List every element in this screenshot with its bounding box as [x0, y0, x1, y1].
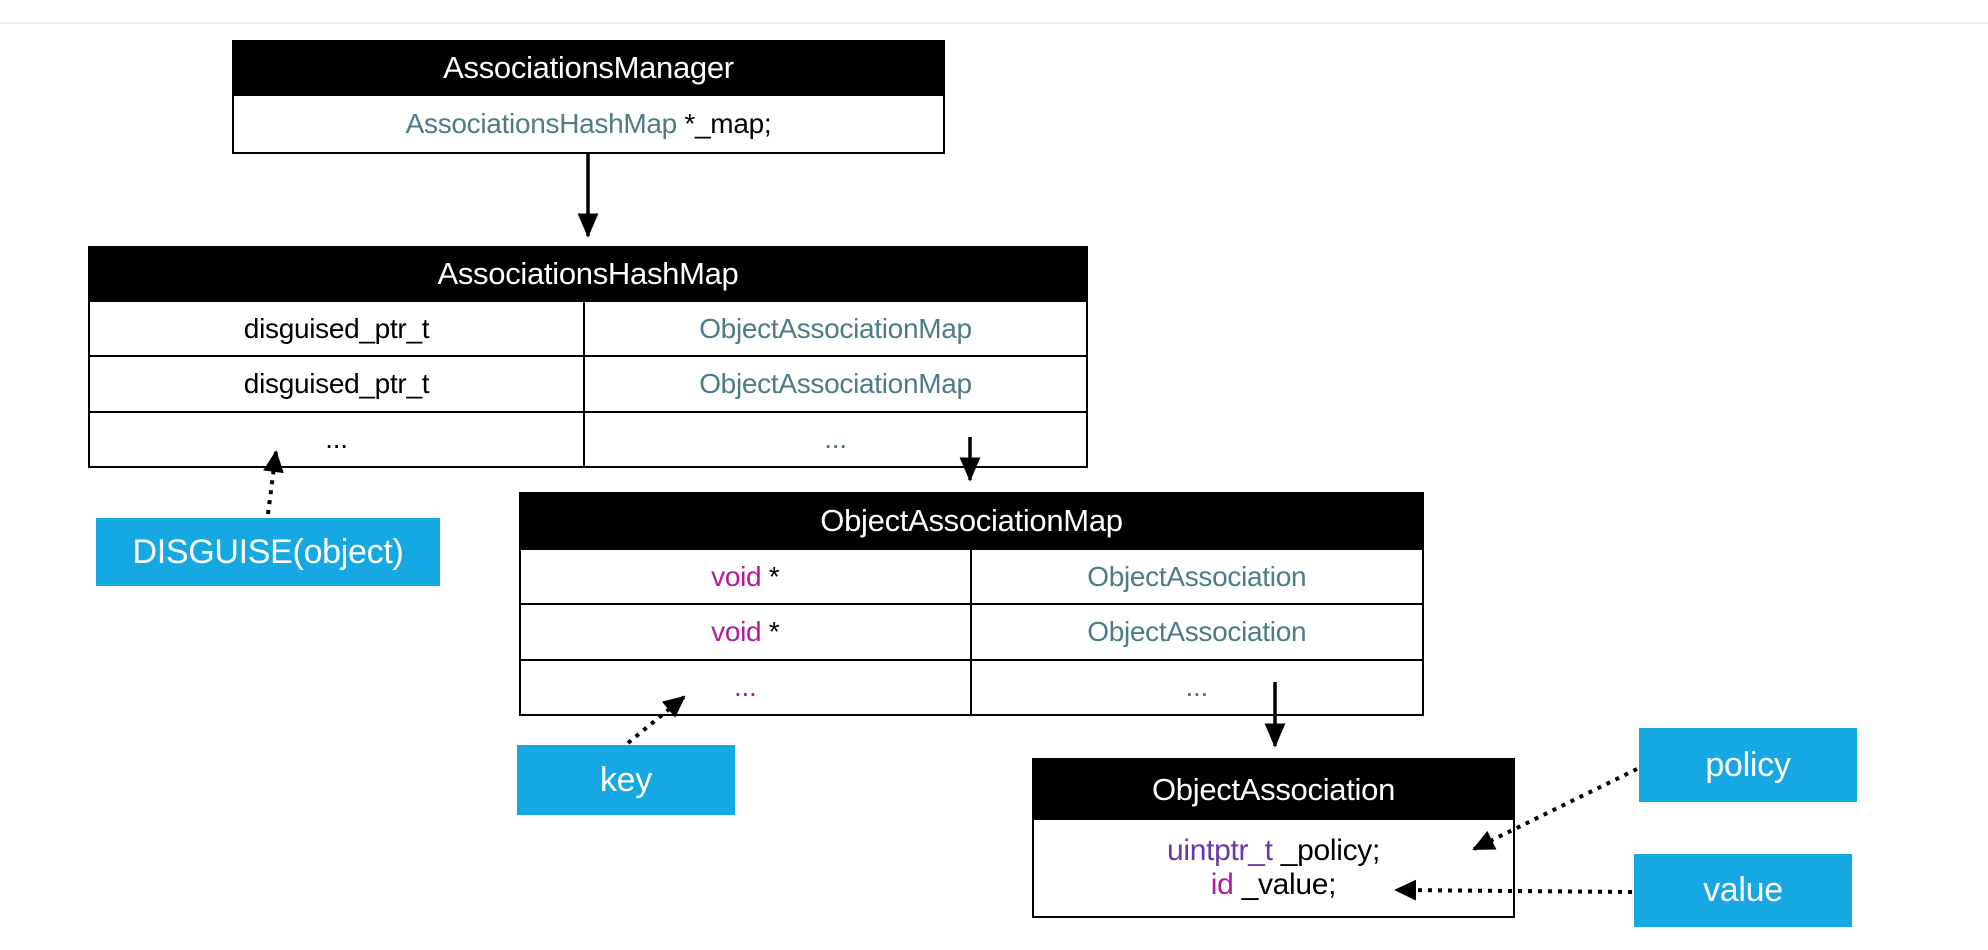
policy-field-line: uintptr_t _policy; [1034, 834, 1513, 868]
hashmap-key-cell: disguised_ptr_t [90, 302, 585, 356]
associations-manager-title-label: AssociationsManager [443, 50, 734, 85]
table-row: void * ObjectAssociation [521, 603, 1423, 659]
oamap-key-cell: void * [521, 550, 972, 604]
object-association-body: uintptr_t _policy; id _value; [1034, 820, 1513, 916]
cell-text: ObjectAssociationMap [699, 312, 972, 344]
cell-rest-text: * [761, 560, 780, 592]
field-rest-text: *_map; [676, 108, 772, 139]
cell-type-text: void [711, 615, 762, 647]
field-type-text: AssociationsHashMap [405, 108, 678, 139]
hashmap-ellipsis-value-cell: ... [585, 413, 1086, 466]
associations-hashmap-table: AssociationsHashMap disguised_ptr_t Obje… [88, 246, 1088, 468]
value-label: value [1634, 854, 1852, 927]
oamap-value-cell: ObjectAssociation [972, 550, 1423, 603]
top-divider-line [0, 22, 1988, 24]
associations-hashmap-title: AssociationsHashMap [90, 248, 1086, 300]
value-label-text: value [1703, 871, 1783, 909]
key-label-text: key [599, 760, 652, 799]
cell-type-text: ... [734, 671, 757, 703]
oamap-ellipsis-key-cell: ... [521, 660, 972, 714]
object-association-map-table: ObjectAssociationMap void * ObjectAssoci… [519, 492, 1424, 716]
object-association-title-label: ObjectAssociation [1151, 772, 1396, 807]
field-rest-text: _value; [1233, 868, 1337, 901]
value-field-line: id _value; [1034, 868, 1513, 902]
cell-text: ObjectAssociationMap [699, 367, 972, 399]
disguise-label: DISGUISE(object) [96, 518, 440, 586]
hashmap-key-cell: disguised_ptr_t [90, 357, 585, 411]
associations-hashmap-title-label: AssociationsHashMap [437, 256, 739, 291]
cell-text: ... [824, 423, 847, 455]
cell-text: ObjectAssociation [1087, 615, 1307, 647]
object-association-box: ObjectAssociation uintptr_t _policy; id … [1032, 758, 1515, 918]
associations-manager-box: AssociationsManager AssociationsHashMap … [232, 40, 945, 154]
cell-text: disguised_ptr_t [243, 312, 430, 344]
table-row: void * ObjectAssociation [521, 548, 1423, 604]
oamap-ellipsis-value-cell: ... [972, 661, 1423, 714]
oamap-value-cell: ObjectAssociation [972, 605, 1423, 658]
associations-manager-field-row: AssociationsHashMap *_map; [234, 94, 943, 152]
hashmap-ellipsis-key-cell: ... [90, 412, 585, 466]
table-row: ... ... [90, 410, 1086, 466]
table-row: disguised_ptr_t ObjectAssociationMap [90, 300, 1086, 356]
disguise-label-text: DISGUISE(object) [132, 532, 404, 571]
cell-rest-text: * [761, 615, 780, 647]
cell-text: ObjectAssociation [1087, 560, 1307, 592]
table-row: disguised_ptr_t ObjectAssociationMap [90, 355, 1086, 411]
cell-text: ... [1185, 671, 1209, 703]
cell-type-text: void [711, 560, 762, 592]
table-row: ... ... [521, 658, 1423, 714]
policy-label-text: policy [1705, 745, 1791, 784]
field-rest-text: _policy; [1272, 834, 1381, 867]
field-type-text: uintptr_t [1166, 834, 1273, 867]
object-association-map-title: ObjectAssociationMap [521, 494, 1422, 548]
cell-text: disguised_ptr_t [243, 367, 430, 399]
key-label: key [517, 745, 735, 815]
cell-text: ... [325, 423, 348, 455]
hashmap-value-cell: ObjectAssociationMap [585, 357, 1086, 410]
hashmap-value-cell: ObjectAssociationMap [585, 302, 1086, 355]
policy-label: policy [1639, 728, 1857, 802]
object-association-title: ObjectAssociation [1034, 760, 1513, 820]
field-type-text: id [1210, 868, 1234, 901]
object-association-map-title-label: ObjectAssociationMap [820, 503, 1123, 538]
associations-manager-field: AssociationsHashMap *_map; [234, 96, 943, 152]
associations-manager-title: AssociationsManager [234, 42, 943, 94]
oamap-key-cell: void * [521, 605, 972, 659]
